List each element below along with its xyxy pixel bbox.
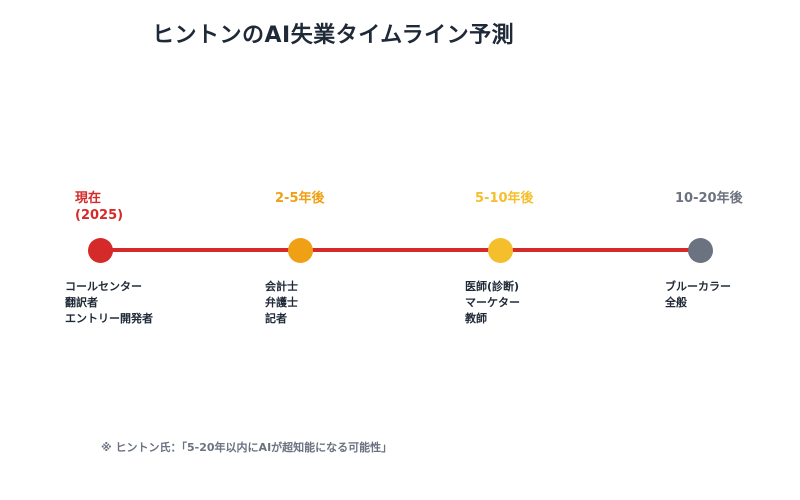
job-item: 記者 <box>265 312 287 325</box>
timeline-dot-2-5-years <box>288 238 313 263</box>
job-item: 教師 <box>465 312 487 325</box>
jobs-list-10-20-years: ブルーカラー 全般 <box>665 279 731 311</box>
jobs-list-5-10-years: 医師(診断) マーケター 教師 <box>465 279 520 327</box>
stage-label-line: 5-10年後 <box>475 191 534 206</box>
job-item: 全般 <box>665 296 687 309</box>
timeline-dot-now <box>88 238 113 263</box>
stage-label-year: (2025) <box>75 208 124 223</box>
stage-label-5-10-years: 5-10年後 <box>475 190 534 207</box>
job-item: 医師(診断) <box>465 280 520 293</box>
stage-label-line: 2-5年後 <box>275 191 325 206</box>
footnote: ※ ヒントン氏：「5-20年以内にAIが超知能になる可能性」 <box>101 441 393 454</box>
job-item: コールセンター <box>65 280 142 293</box>
job-item: エントリー開発者 <box>65 312 153 325</box>
jobs-list-2-5-years: 会計士 弁護士 記者 <box>265 279 298 327</box>
stage-label-line: 現在 <box>75 191 102 206</box>
stage-label-10-20-years: 10-20年後 <box>675 190 743 207</box>
page-title: ヒントンのAI失業タイムライン予測 <box>152 23 515 48</box>
job-item: マーケター <box>465 296 520 309</box>
job-item: 会計士 <box>265 280 298 293</box>
stage-label-line: 10-20年後 <box>675 191 743 206</box>
timeline-dot-10-20-years <box>688 238 713 263</box>
jobs-list-now: コールセンター 翻訳者 エントリー開発者 <box>65 279 153 327</box>
stage-label-now: 現在 (2025) <box>75 190 123 224</box>
job-item: 翻訳者 <box>65 296 98 309</box>
stage-label-2-5-years: 2-5年後 <box>275 190 325 207</box>
job-item: 弁護士 <box>265 296 298 309</box>
timeline-line <box>100 248 692 252</box>
job-item: ブルーカラー <box>665 280 731 293</box>
timeline-dot-5-10-years <box>488 238 513 263</box>
